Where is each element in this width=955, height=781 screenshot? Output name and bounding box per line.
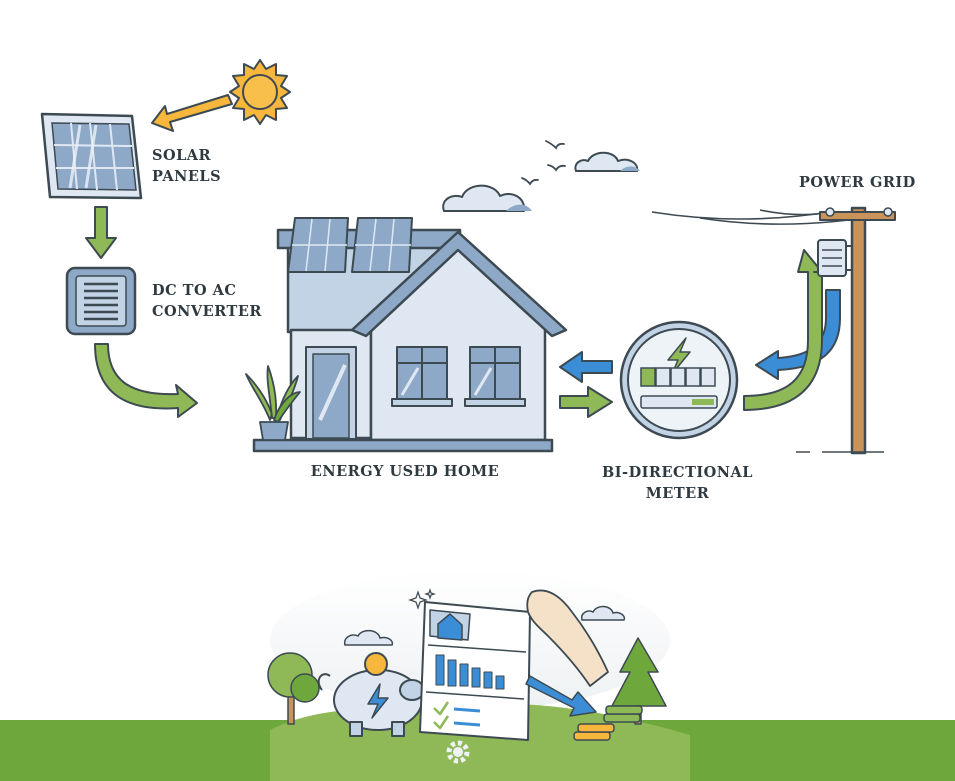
transformer-icon <box>817 239 852 277</box>
meter-label: BI-DIRECTIONAL METER <box>590 462 765 504</box>
blue-curved-arrow-icon <box>755 289 841 380</box>
green-curved-arrow-icon <box>94 343 198 418</box>
gear-icon <box>446 740 470 764</box>
converter-label-line2: CONVERTER <box>152 303 262 320</box>
plant-icon <box>245 365 301 441</box>
cloud-icon <box>442 184 532 212</box>
solar-panels-label: SOLAR PANELS <box>152 145 221 187</box>
blue-arrow-left-icon <box>559 351 613 383</box>
savings-chart-icon <box>419 601 531 741</box>
window-icon-2 <box>464 346 526 407</box>
green-arrow-right-icon <box>559 386 613 418</box>
green-arrow-down-icon <box>85 206 117 259</box>
converter-icon <box>65 266 137 336</box>
meter-icon <box>619 320 739 440</box>
meter-digits <box>640 367 716 387</box>
cloud-icon-bottom-right <box>580 605 626 621</box>
solar-panels-label-line1: SOLAR <box>152 147 212 164</box>
cloud-icon-bottom-left <box>343 629 394 646</box>
cloud-icon-small <box>574 151 640 172</box>
green-up-arrow-icon <box>743 249 823 411</box>
tree-icon <box>267 652 320 725</box>
trend-down-arrow-icon <box>525 675 597 717</box>
converter-label-line1: DC TO AC <box>152 282 237 299</box>
house-icon <box>252 217 568 453</box>
meter-label-line1: BI-DIRECTIONAL <box>602 464 753 481</box>
power-grid-label: POWER GRID <box>799 174 916 191</box>
solar-panel-icon <box>40 112 143 200</box>
sunlight-arrow-icon <box>151 94 233 132</box>
solar-panels-label-line2: PANELS <box>152 168 222 185</box>
coin-stack-icon <box>573 705 643 741</box>
window-icon <box>391 346 453 407</box>
power-pole-icon <box>796 206 896 455</box>
energy-home-label: ENERGY USED HOME <box>310 463 500 480</box>
roof-solar-panels-icon <box>287 217 413 273</box>
savings-illustration <box>0 570 955 781</box>
piggy-bank-icon <box>317 652 425 737</box>
hand-icon <box>526 589 609 687</box>
converter-label: DC TO AC CONVERTER <box>152 280 262 322</box>
sun-icon <box>229 59 291 125</box>
birds-icon <box>521 140 566 186</box>
meter-label-line2: METER <box>645 485 710 502</box>
sparkle-icon <box>408 588 436 610</box>
